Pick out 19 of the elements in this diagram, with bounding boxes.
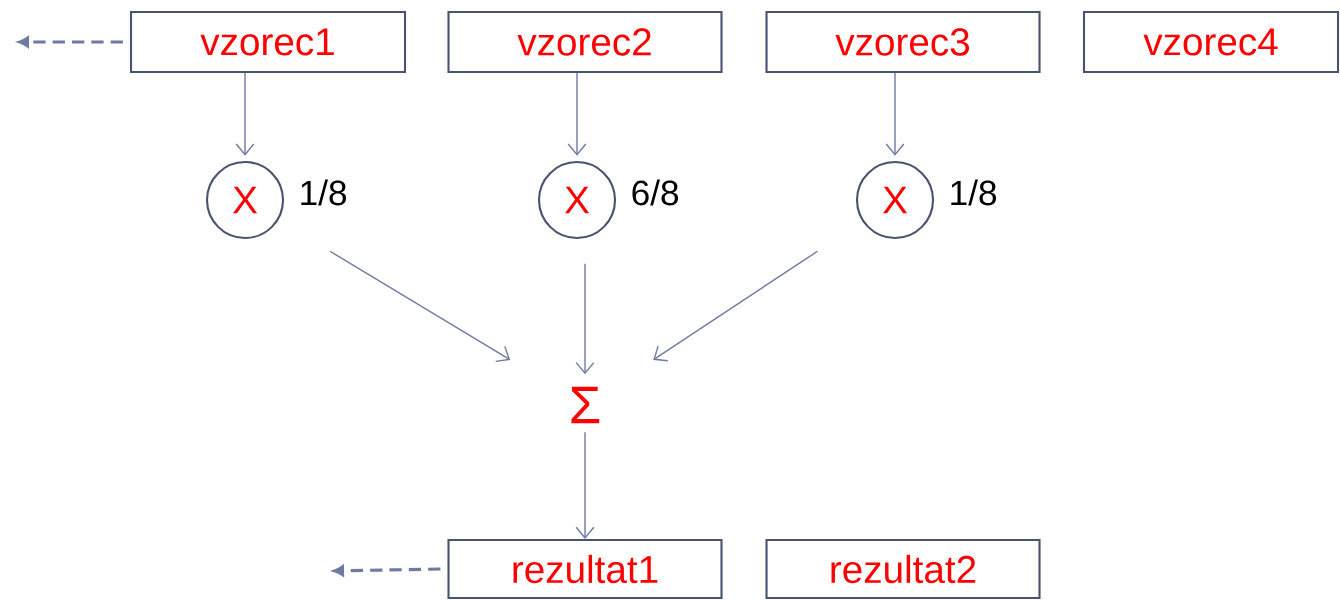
- data-box: vzorec1: [129, 10, 407, 74]
- weight-label: 6/8: [632, 179, 678, 206]
- arrow: [653, 250, 819, 362]
- arrow: [575, 431, 595, 539]
- arrow: [333, 565, 441, 577]
- arrow: [575, 262, 595, 375]
- arrow: [567, 72, 587, 156]
- weight-label: 1/8: [951, 179, 996, 206]
- data-box: vzorec4: [1082, 10, 1340, 74]
- data-box: rezultat2: [765, 538, 1041, 600]
- arrow: [18, 36, 123, 48]
- sum-symbol: Σ: [571, 386, 600, 424]
- data-box: vzorec3: [765, 10, 1041, 74]
- arrow: [885, 72, 905, 156]
- arrow: [329, 250, 511, 363]
- arrow: [235, 72, 255, 156]
- data-box: vzorec2: [447, 10, 723, 74]
- data-box: rezultat1: [447, 538, 723, 600]
- weight-label: 1/8: [301, 179, 346, 206]
